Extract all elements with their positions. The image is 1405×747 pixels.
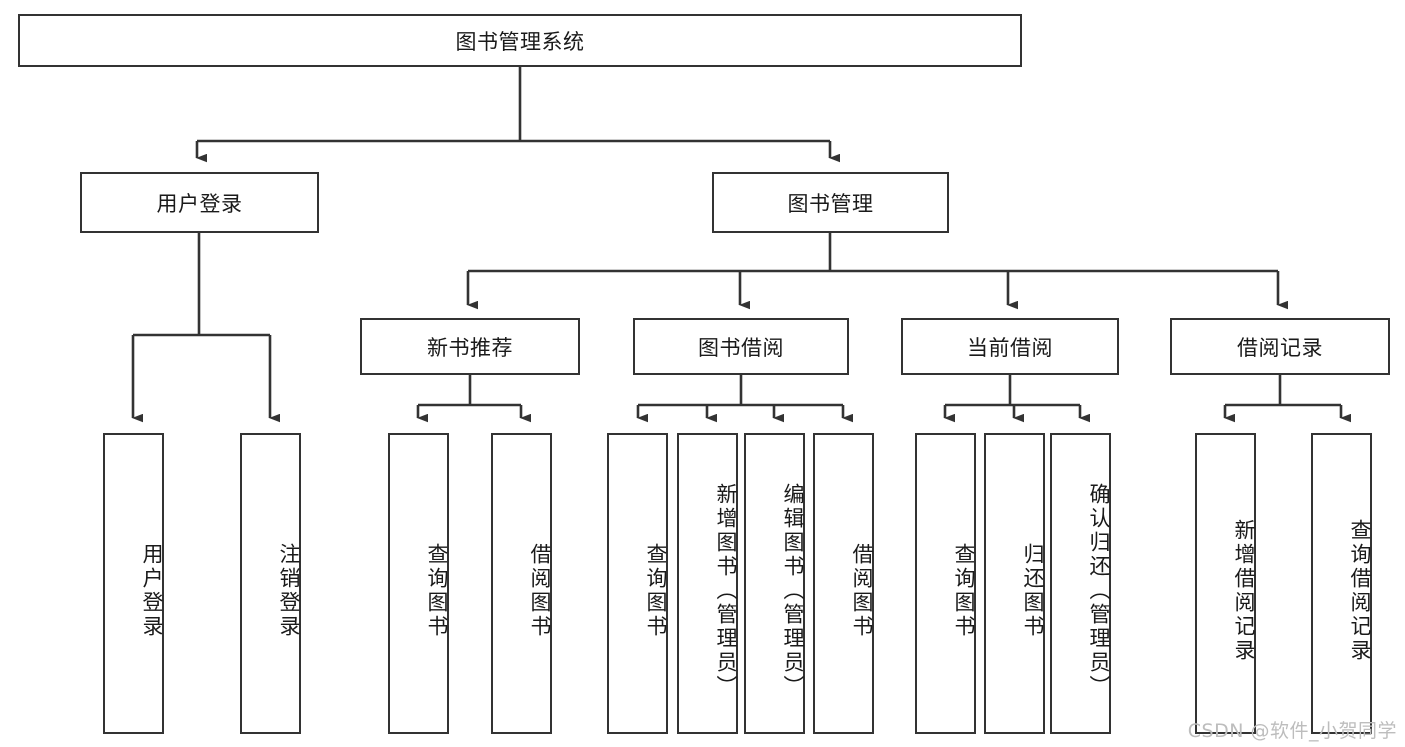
node-leaf-query-book-3[interactable]: 查询图书 (915, 433, 976, 734)
node-leaf-borrow-book-1[interactable]: 借阅图书 (491, 433, 552, 734)
node-leaf-confirm-return-admin[interactable]: 确认归还（管理员） (1050, 433, 1111, 734)
node-leaf-confirm-return-admin-label: 确认归还（管理员） (1087, 482, 1111, 699)
node-leaf-query-borrow-record[interactable]: 查询借阅记录 (1311, 433, 1372, 734)
node-leaf-query-book-2-label: 查询图书 (644, 542, 668, 639)
node-leaf-user-login[interactable]: 用户登录 (103, 433, 164, 734)
node-leaf-borrow-book-2-label: 借阅图书 (850, 542, 874, 639)
node-leaf-edit-book-admin-label: 编辑图书（管理员） (781, 482, 805, 699)
node-leaf-logout[interactable]: 注销登录 (240, 433, 301, 734)
node-leaf-borrow-book-2[interactable]: 借阅图书 (813, 433, 874, 734)
node-user-login[interactable]: 用户登录 (80, 172, 319, 233)
node-leaf-logout-label: 注销登录 (277, 542, 301, 639)
node-book-borrow[interactable]: 图书借阅 (633, 318, 849, 375)
node-book-borrow-label: 图书借阅 (698, 335, 784, 360)
node-root-label: 图书管理系统 (455, 29, 585, 54)
node-leaf-query-borrow-record-label: 查询借阅记录 (1348, 518, 1372, 663)
node-leaf-add-borrow-record-label: 新增借阅记录 (1232, 518, 1256, 663)
node-leaf-query-book-3-label: 查询图书 (952, 542, 976, 639)
node-book-manage[interactable]: 图书管理 (712, 172, 949, 233)
node-leaf-add-borrow-record[interactable]: 新增借阅记录 (1195, 433, 1256, 734)
node-borrow-record[interactable]: 借阅记录 (1170, 318, 1390, 375)
node-borrow-record-label: 借阅记录 (1237, 335, 1323, 360)
node-root-book-management-system[interactable]: 图书管理系统 (18, 14, 1022, 67)
node-leaf-user-login-label: 用户登录 (140, 542, 164, 639)
node-leaf-query-book-1-label: 查询图书 (425, 542, 449, 639)
node-leaf-edit-book-admin[interactable]: 编辑图书（管理员） (744, 433, 805, 734)
node-leaf-return-book-label: 归还图书 (1021, 542, 1045, 639)
node-leaf-add-book-admin-label: 新增图书（管理员） (714, 482, 738, 699)
node-current-borrow-label: 当前借阅 (967, 335, 1053, 360)
node-current-borrow[interactable]: 当前借阅 (901, 318, 1119, 375)
csdn-watermark: CSDN @软件_小贺同学 (1187, 720, 1397, 742)
node-new-book-recommendation[interactable]: 新书推荐 (360, 318, 580, 375)
node-user-login-label: 用户登录 (156, 191, 243, 216)
node-leaf-query-book-2[interactable]: 查询图书 (607, 433, 668, 734)
node-leaf-add-book-admin[interactable]: 新增图书（管理员） (677, 433, 738, 734)
node-book-manage-label: 图书管理 (787, 191, 874, 216)
node-leaf-return-book[interactable]: 归还图书 (984, 433, 1045, 734)
node-leaf-borrow-book-1-label: 借阅图书 (528, 542, 552, 639)
node-new-book-recommendation-label: 新书推荐 (427, 335, 513, 360)
node-leaf-query-book-1[interactable]: 查询图书 (388, 433, 449, 734)
